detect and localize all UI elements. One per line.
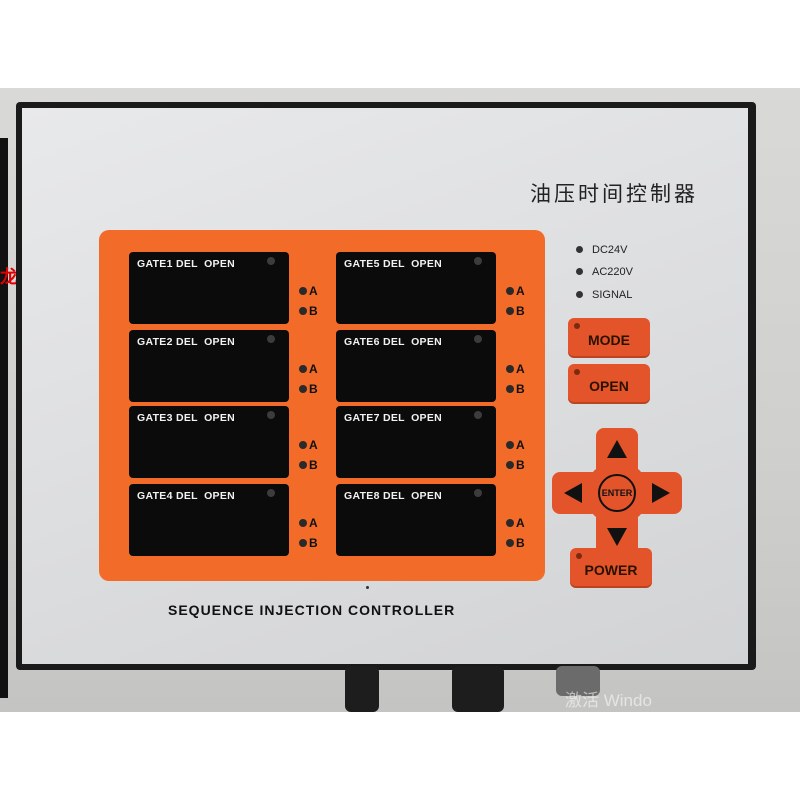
led-icon [506, 440, 514, 449]
gate-8-led-icon [474, 489, 482, 497]
gate-7-label: GATE7 DEL OPEN [344, 412, 443, 424]
arrow-down-icon [607, 528, 627, 546]
led-icon [299, 518, 307, 527]
power-led-icon [576, 553, 582, 559]
gate-1-led-icon [267, 257, 275, 265]
gate-2-channel-a: A [299, 362, 318, 376]
enter-button[interactable]: ENTER [598, 474, 636, 512]
status-dc24v: DC24V [576, 244, 627, 256]
status-led-icon [576, 245, 583, 253]
gate-3-channel-b: B [299, 458, 318, 472]
gate-4-led-icon [267, 489, 275, 497]
gate-4-channel-b: B [299, 536, 318, 550]
gate-3-label: GATE3 DEL OPEN [137, 412, 236, 424]
connector-right [556, 666, 600, 696]
arrow-up-icon [607, 440, 627, 458]
gate-1-display: GATE1 DEL OPEN [129, 252, 289, 324]
gate-display-board: GATE1 DEL OPEN GATE2 DEL OPEN GATE3 DEL … [99, 230, 545, 581]
gate-5-channel-a: A [506, 284, 525, 298]
right-button[interactable] [634, 472, 682, 514]
status-led-icon [576, 267, 583, 275]
gate-6-channel-a: A [506, 362, 525, 376]
gate-2-led-icon [267, 335, 275, 343]
gate-7-channel-b: B [506, 458, 525, 472]
gate-3-display: GATE3 DEL OPEN [129, 406, 289, 478]
gate-6-channel-b: B [506, 382, 525, 396]
controller-front-panel: 油压时间控制器 GATE1 DEL OPEN GATE2 DEL OPEN GA… [22, 108, 748, 664]
gate-3-channel-a: A [299, 438, 318, 452]
open-led-icon [574, 369, 580, 375]
gate-5-label: GATE5 DEL OPEN [344, 258, 443, 270]
led-icon [506, 518, 514, 527]
gate-1-channel-a: A [299, 284, 318, 298]
gate-8-display: GATE8 DEL OPEN [336, 484, 496, 556]
gate-5-display: GATE5 DEL OPEN [336, 252, 496, 324]
direction-pad: ENTER [552, 428, 682, 558]
windows-activation-watermark: 激活 Windo [565, 691, 652, 710]
led-icon [506, 306, 514, 315]
chinese-title: 油压时间控制器 [530, 182, 698, 206]
gate-7-channel-a: A [506, 438, 525, 452]
gate-1-label: GATE1 DEL OPEN [137, 258, 236, 270]
gate-3-led-icon [267, 411, 275, 419]
led-icon [506, 460, 514, 469]
status-signal: SIGNAL [576, 289, 632, 301]
status-ac220v: AC220V [576, 266, 633, 278]
status-led-icon [576, 290, 583, 298]
panel-screw-dot [366, 586, 369, 589]
arrow-right-icon [652, 483, 670, 503]
adjacent-device-edge [0, 138, 8, 698]
gate-2-label: GATE2 DEL OPEN [137, 336, 236, 348]
gate-5-led-icon [474, 257, 482, 265]
gate-7-led-icon [474, 411, 482, 419]
mode-led-icon [574, 323, 580, 329]
led-icon [299, 306, 307, 315]
led-icon [506, 384, 514, 393]
gate-2-display: GATE2 DEL OPEN [129, 330, 289, 402]
gate-8-channel-b: B [506, 536, 525, 550]
gate-5-channel-b: B [506, 304, 525, 318]
arrow-left-icon [564, 483, 582, 503]
led-icon [299, 460, 307, 469]
gate-4-display: GATE4 DEL OPEN [129, 484, 289, 556]
gate-6-label: GATE6 DEL OPEN [344, 336, 443, 348]
product-photo: 龙 台立龙 油压时间控制器 GATE1 DEL OPEN GATE2 DEL O… [0, 88, 800, 712]
led-icon [299, 286, 307, 295]
gate-7-display: GATE7 DEL OPEN [336, 406, 496, 478]
gate-8-channel-a: A [506, 516, 525, 530]
led-icon [506, 538, 514, 547]
open-button[interactable]: OPEN [568, 364, 650, 404]
gate-6-display: GATE6 DEL OPEN [336, 330, 496, 402]
led-icon [299, 538, 307, 547]
cable-gland-center [452, 666, 504, 712]
gate-4-channel-a: A [299, 516, 318, 530]
gate-1-channel-b: B [299, 304, 318, 318]
led-icon [506, 286, 514, 295]
mode-button[interactable]: MODE [568, 318, 650, 358]
gate-2-channel-b: B [299, 382, 318, 396]
led-icon [299, 364, 307, 373]
product-name-label: SEQUENCE INJECTION CONTROLLER [168, 602, 456, 618]
gate-8-label: GATE8 DEL OPEN [344, 490, 443, 502]
cable-gland-left [345, 666, 379, 712]
led-icon [299, 440, 307, 449]
power-button[interactable]: POWER [570, 548, 652, 588]
gate-4-label: GATE4 DEL OPEN [137, 490, 236, 502]
led-icon [299, 384, 307, 393]
gate-6-led-icon [474, 335, 482, 343]
led-icon [506, 364, 514, 373]
